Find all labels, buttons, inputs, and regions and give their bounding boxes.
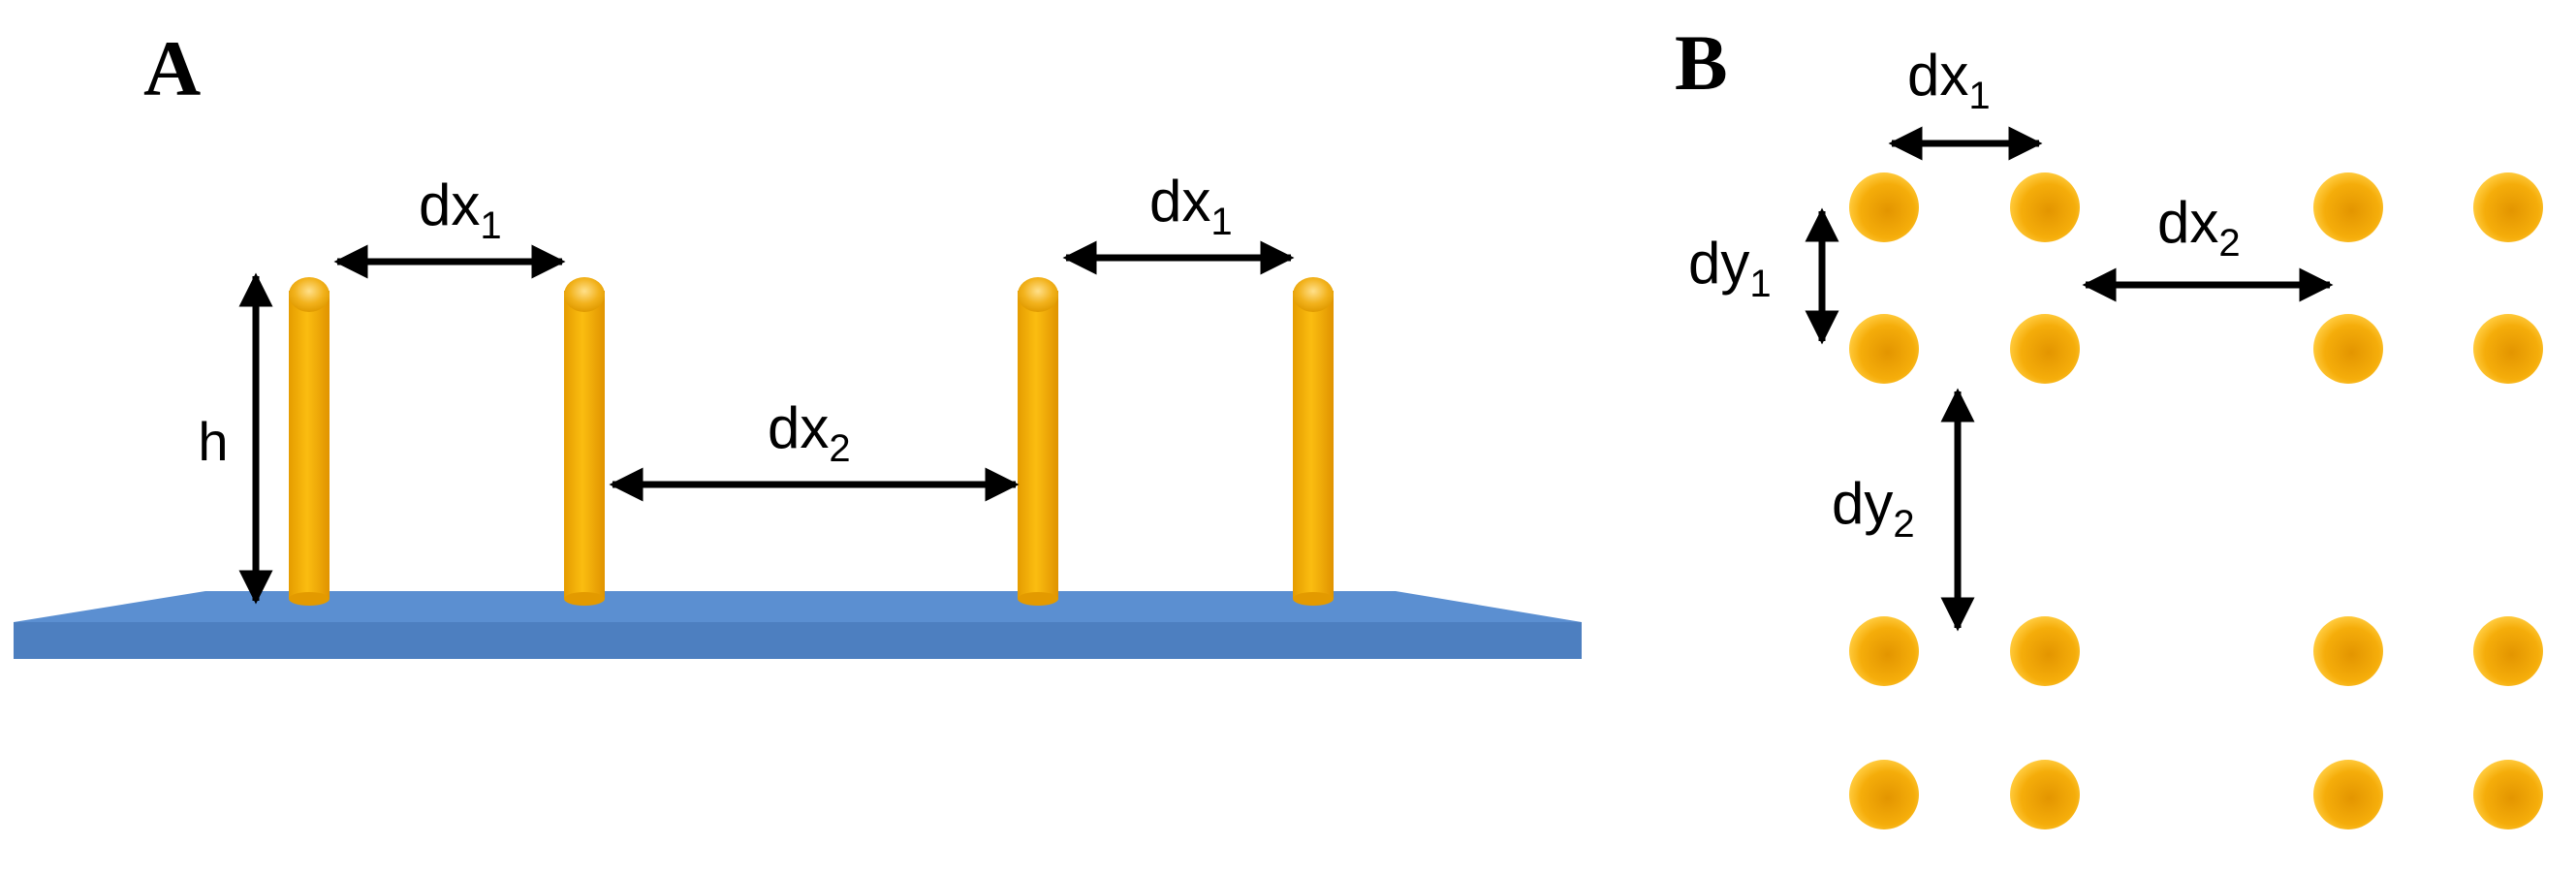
- pillar-dot: [2313, 172, 2383, 242]
- b-dy2-label: dy2: [1832, 471, 1915, 546]
- pillar-dot: [2313, 616, 2383, 686]
- pillar-dot-array: [1849, 172, 2543, 829]
- panel-a-label: A: [143, 24, 201, 112]
- dx1-left-label: dx1: [419, 172, 502, 247]
- b-dy1-label: dy1: [1688, 231, 1772, 305]
- pillar-dot: [1849, 172, 1919, 242]
- pillar-dot: [2010, 616, 2080, 686]
- dx1-right-label: dx1: [1149, 169, 1233, 243]
- pillar-dot: [2473, 760, 2543, 829]
- panel-a: A h dx1: [14, 24, 1582, 659]
- pillar-dot: [2010, 314, 2080, 384]
- pillar-1: [289, 277, 330, 606]
- pillar-dot: [2473, 616, 2543, 686]
- pillar-dot: [1849, 760, 1919, 829]
- pillar-dot: [2010, 760, 2080, 829]
- pillar-dot: [2473, 172, 2543, 242]
- pillar-dot: [2313, 314, 2383, 384]
- b-dx1-label: dx1: [1907, 43, 1991, 117]
- pillar-dot: [2010, 172, 2080, 242]
- b-dx2-label: dx2: [2157, 190, 2241, 265]
- pillar-dot: [1849, 314, 1919, 384]
- pillar-dot: [2313, 760, 2383, 829]
- height-label: h: [198, 411, 228, 472]
- pillar-3: [1018, 277, 1058, 606]
- pillar-2: [564, 277, 605, 606]
- panel-b: B dx1 dy1 dx2: [1675, 18, 2543, 829]
- pillar-4: [1293, 277, 1334, 606]
- dx2-label: dx2: [768, 395, 851, 470]
- pillar-dot: [2473, 314, 2543, 384]
- pillar-dot: [1849, 616, 1919, 686]
- panel-b-label: B: [1675, 18, 1728, 107]
- substrate: [14, 591, 1582, 659]
